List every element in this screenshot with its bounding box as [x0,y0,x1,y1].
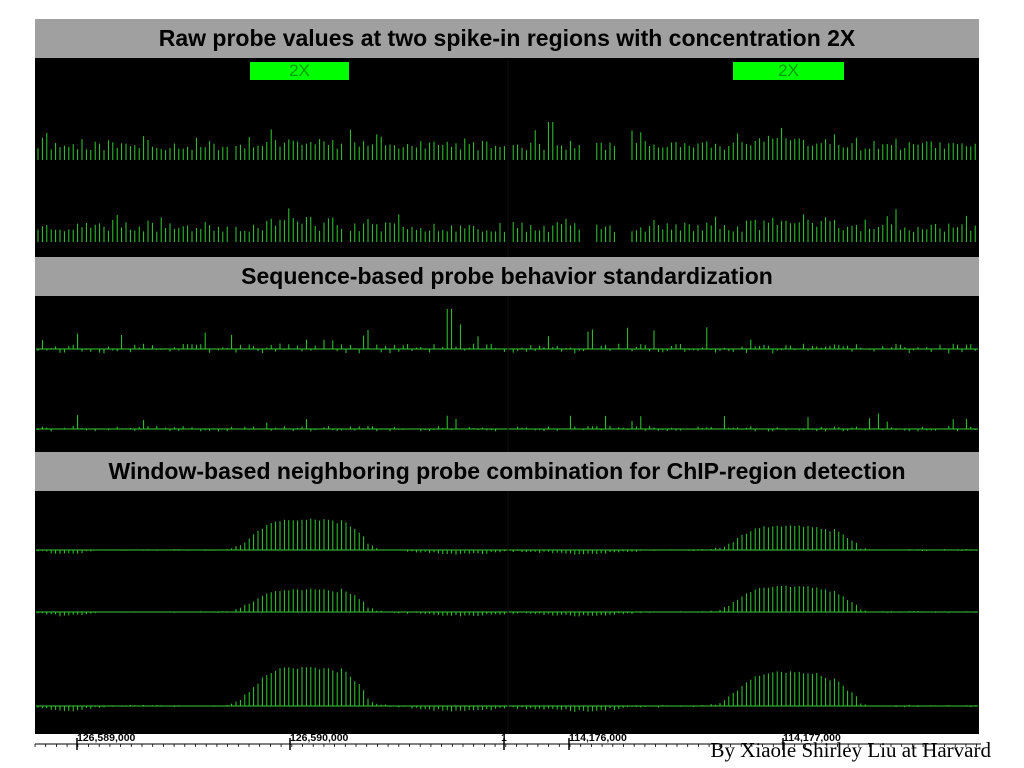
author-credit: By Xiaole Shirley Liu at Harvard [710,738,991,762]
spike-in-label-right: 2X [733,61,844,80]
spike-in-label-left: 2X [250,61,349,80]
x-axis-tick-label: 126,589,000 [77,732,136,744]
section-title-standardization: Sequence-based probe behavior standardiz… [35,257,979,296]
x-axis-tick-label: 126,590,000 [290,732,349,744]
section-title-window: Window-based neighboring probe combinati… [35,452,979,491]
section-title-raw: Raw probe values at two spike-in regions… [35,19,979,58]
x-axis-break-label: 1 [501,732,507,744]
plot-background [35,19,979,734]
x-axis-tick-label: 114,177,000 [783,732,841,744]
x-axis-tick-label: 114,176,000 [569,732,627,744]
